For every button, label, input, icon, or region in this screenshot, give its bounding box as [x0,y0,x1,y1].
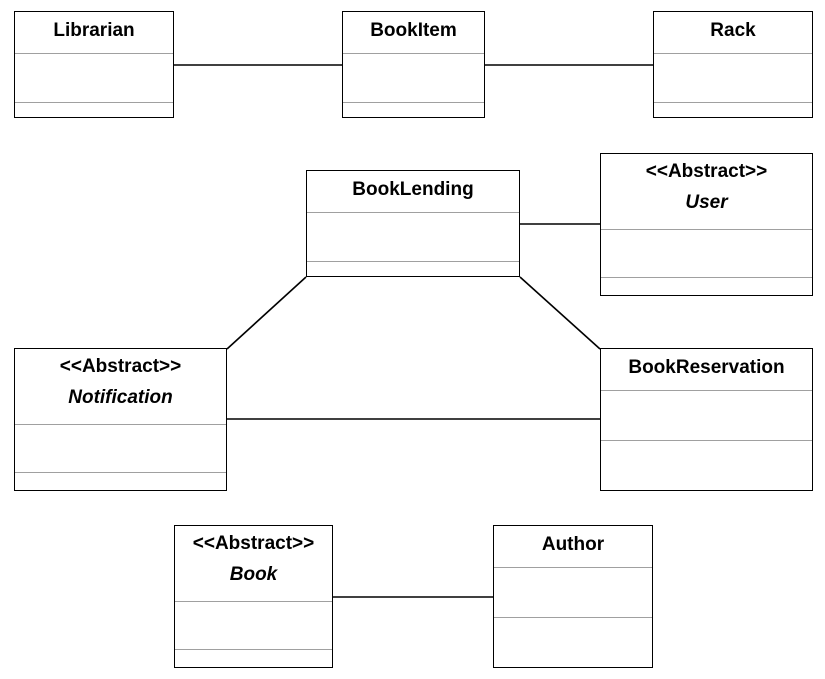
stereotype-label: <<Abstract>> [59,356,182,377]
class-header: <<Abstract>> User [601,156,812,218]
class-user[interactable]: <<Abstract>> User [600,153,813,296]
operations-divider [15,472,226,473]
class-name: Notification [68,387,173,408]
attributes-divider [601,229,812,230]
operations-divider [343,102,484,103]
stereotype-label: <<Abstract>> [645,161,768,182]
operations-divider [601,277,812,278]
class-header: BookItem [343,15,484,46]
class-name: Librarian [53,20,135,41]
attributes-divider [601,390,812,391]
attributes-divider [494,567,652,568]
class-header: <<Abstract>> Book [175,528,332,590]
class-header: Rack [654,15,812,46]
class-name: Author [541,534,605,555]
class-bookitem[interactable]: BookItem [342,11,485,118]
attributes-divider [15,53,173,54]
class-name: Book [229,564,278,585]
class-header: BookReservation [601,352,812,383]
class-header: Author [494,529,652,560]
attributes-divider [307,212,519,213]
class-name: BookLending [352,179,474,200]
class-booklending[interactable]: BookLending [306,170,520,277]
class-name: BookReservation [628,357,785,378]
class-header: BookLending [307,174,519,205]
attributes-divider [15,424,226,425]
attributes-divider [654,53,812,54]
class-rack[interactable]: Rack [653,11,813,118]
attributes-divider [175,601,332,602]
operations-divider [494,617,652,618]
operations-divider [175,649,332,650]
class-name: BookItem [370,20,457,41]
class-name: User [685,192,728,213]
class-header: Librarian [15,15,173,46]
attributes-divider [343,53,484,54]
class-bookreservation[interactable]: BookReservation [600,348,813,491]
operations-divider [15,102,173,103]
class-name: Rack [710,20,756,41]
class-author[interactable]: Author [493,525,653,668]
operations-divider [307,261,519,262]
association-booklending-notification [226,276,307,350]
operations-divider [601,440,812,441]
operations-divider [654,102,812,103]
class-header: <<Abstract>> Notification [15,351,226,413]
class-book[interactable]: <<Abstract>> Book [174,525,333,668]
association-booklending-bookreservation [519,276,601,350]
class-notification[interactable]: <<Abstract>> Notification [14,348,227,491]
stereotype-label: <<Abstract>> [192,533,315,554]
class-librarian[interactable]: Librarian [14,11,174,118]
